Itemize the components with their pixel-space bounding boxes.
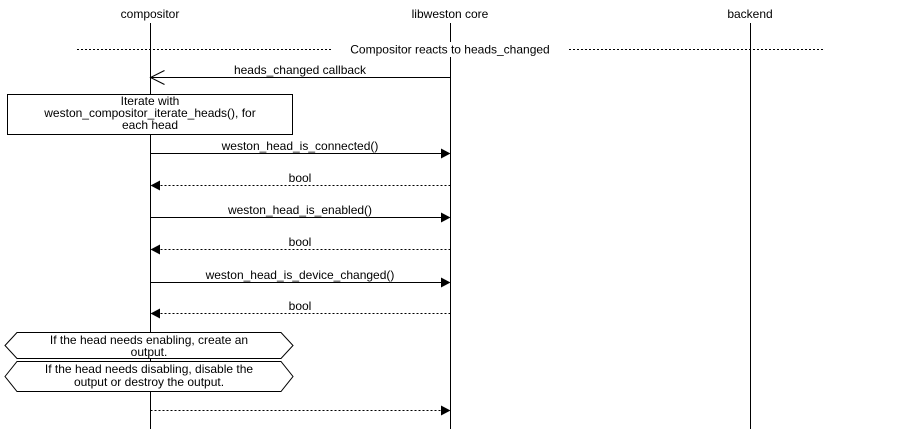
filled-arrowhead-icon [150,180,160,191]
message-weston-head-is-connected: weston_head_is_connected() [150,139,451,159]
filled-arrowhead-icon [150,244,160,255]
divider: Compositor reacts to heads_changed [77,42,825,57]
participant-labels: compositor libweston core backend [121,7,773,21]
note-line: If the head needs disabling, disable the [45,362,253,376]
message-label: bool [289,171,312,185]
message-label: weston_head_is_enabled() [227,203,372,217]
message-return-bool-2: bool [150,235,451,255]
condition-hexagon [4,332,294,359]
participant-label-compositor: compositor [121,7,180,21]
note-line: If the head needs enabling, create an [50,333,248,347]
note-line: Iterate with [121,94,180,108]
message-return-bool-1: bool [150,171,451,191]
filled-arrowhead-icon [441,148,451,159]
message-label: bool [289,299,312,313]
note-box [7,94,293,135]
note-line: output. [131,345,168,359]
note-iterate-heads: Iterate with weston_compositor_iterate_h… [7,94,293,135]
divider-label-background [333,42,567,57]
message-weston-head-is-enabled: weston_head_is_enabled() [150,203,451,223]
message-label: weston_head_is_device_changed() [205,268,395,282]
participant-label-libweston-core: libweston core [412,7,489,21]
note-condition-enabling: If the head needs enabling, create an ou… [4,332,294,359]
message-label: weston_head_is_connected() [221,139,379,153]
note-condition-disabling: If the head needs disabling, disable the… [4,361,294,392]
message-label: bool [289,235,312,249]
message-label: heads_changed callback [234,63,367,77]
note-line: each head [122,118,178,132]
filled-arrowhead-icon [441,405,451,416]
message-completion [150,405,451,416]
divider-label: Compositor reacts to heads_changed [350,43,549,57]
filled-arrowhead-icon [150,308,160,319]
message-heads-changed-callback: heads_changed callback [149,63,451,85]
filled-arrowhead-icon [441,212,451,223]
message-return-bool-3: bool [150,299,451,319]
condition-hexagon [4,361,294,392]
participant-label-backend: backend [727,7,772,21]
message-weston-head-is-device-changed: weston_head_is_device_changed() [150,268,451,288]
note-line: weston_compositor_iterate_heads(), for [43,106,255,120]
open-arrowhead-icon [149,70,165,85]
note-line: output or destroy the output. [74,375,224,389]
filled-arrowhead-icon [441,277,451,288]
